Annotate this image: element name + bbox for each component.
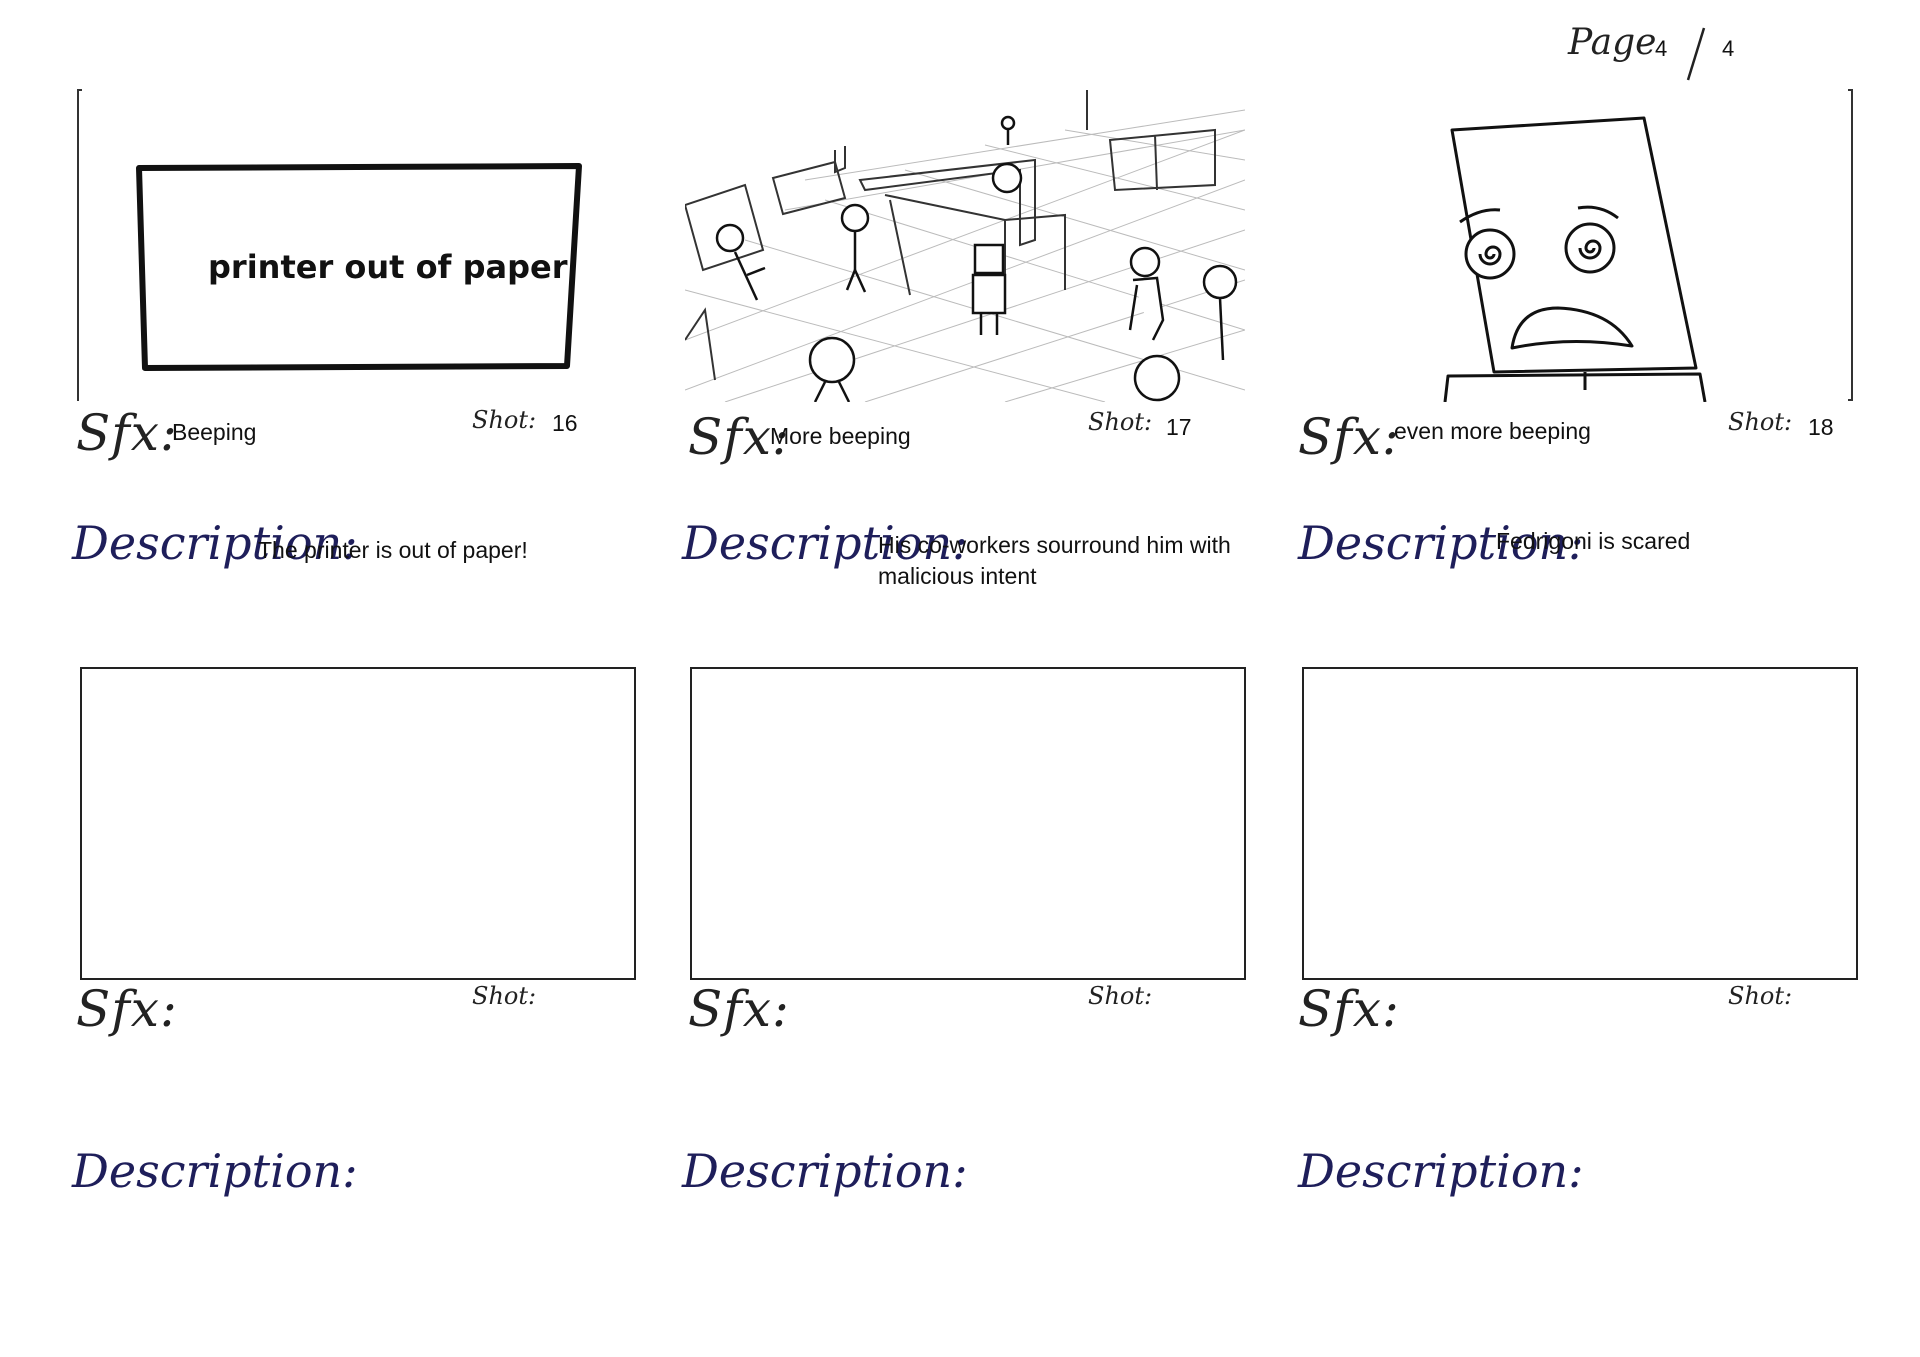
shot-label: Shot: (472, 406, 537, 434)
description-value: The printer is out of paper! (258, 537, 528, 563)
printer-caption: printer out of paper (208, 248, 568, 286)
sfx-label: Sfx: (688, 980, 790, 1038)
storyboard-frame-16: printer out of paper (80, 90, 632, 402)
sfx-label: Sfx: (688, 408, 790, 466)
office-sketch (685, 90, 1245, 402)
sfx-label: Sfx: (76, 980, 178, 1038)
page-slash (1680, 24, 1710, 84)
description-label: Description: (72, 1144, 358, 1198)
shot-value: 18 (1808, 414, 1834, 440)
description-value: Fedrigoni is scared (1496, 528, 1691, 554)
storyboard-frame-empty (1302, 667, 1858, 980)
storyboard-frame-17 (685, 90, 1245, 402)
description-label: Description: (1298, 516, 1584, 570)
description-label: Description: (682, 1144, 968, 1198)
row-bracket-right (1848, 89, 1854, 403)
shot-value: 17 (1166, 414, 1192, 440)
storyboard-frame-18 (1300, 90, 1852, 402)
shot-label: Shot: (1728, 408, 1793, 436)
sfx-label: Sfx: (1298, 408, 1400, 466)
storyboard-frame-empty (80, 667, 636, 980)
scared-character-sketch (1443, 116, 1707, 402)
sfx-label: Sfx: (1298, 980, 1400, 1038)
description-value: His co-workers sourround him with malici… (878, 532, 1231, 589)
sfx-value: Beeping (172, 419, 257, 445)
sfx-value: even more beeping (1394, 418, 1591, 444)
sfx-value: More beeping (770, 423, 911, 449)
shot-label: Shot: (1088, 982, 1153, 1010)
shot-label: Shot: (1088, 408, 1153, 436)
page-label: Page (1568, 22, 1657, 63)
description-label: Description: (72, 516, 358, 570)
description-label: Description: (682, 516, 968, 570)
page-total: 4 (1722, 36, 1735, 61)
row-bracket-left (76, 89, 82, 403)
shot-label: Shot: (472, 982, 537, 1010)
shot-value: 16 (552, 410, 578, 436)
page-current: 4 (1655, 36, 1668, 61)
description-label: Description: (1298, 1144, 1584, 1198)
shot-label: Shot: (1728, 982, 1793, 1010)
storyboard-frame-empty (690, 667, 1246, 980)
sfx-label: Sfx: (76, 404, 178, 462)
